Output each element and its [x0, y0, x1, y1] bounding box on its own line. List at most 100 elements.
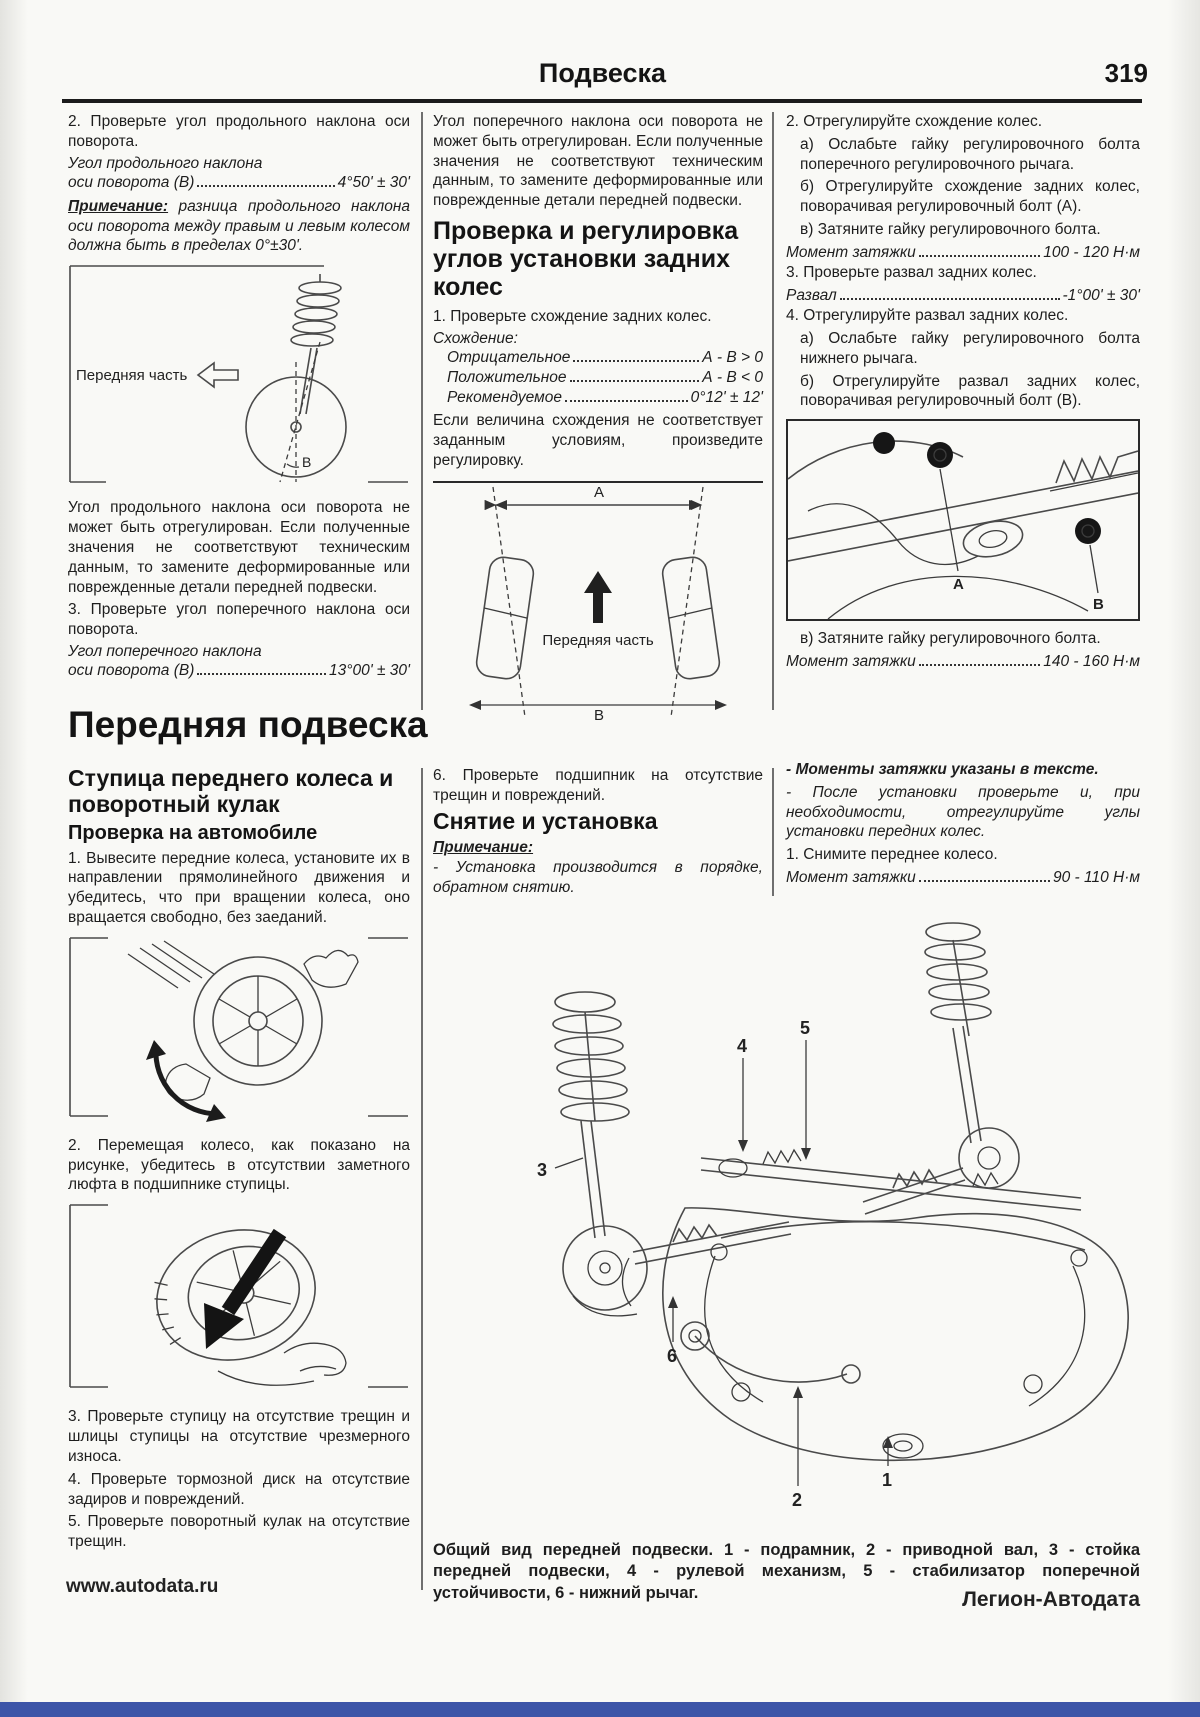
spec-label: Положительное	[447, 369, 567, 387]
step-text: 2. Перемещая колесо, как показано на рис…	[68, 1136, 410, 1194]
note-block: Примечание: - Установка производится в п…	[433, 838, 763, 897]
chapter-heading: Передняя подвеска	[68, 704, 428, 745]
dotted-leader	[839, 297, 1060, 300]
subsubsection-heading: Проверка на автомобиле	[68, 821, 318, 844]
dotted-leader	[918, 254, 1041, 257]
substep-text: а) Ослабьте гайку регулировочного болта …	[800, 135, 1140, 173]
spec-label: Момент затяжки	[786, 653, 916, 671]
callout-1: 1	[882, 1470, 892, 1490]
dotted-leader	[918, 664, 1041, 667]
toe-spec-title: Схождение:	[433, 329, 518, 347]
subsection-heading: Снятие и установка	[433, 807, 658, 834]
front-column-3: - Моменты затяжки указаны в тексте. - По…	[786, 760, 1140, 888]
figure-caster-diagram: В Передняя часть	[68, 264, 410, 490]
dotted-leader	[197, 184, 335, 187]
note-block: Примечание: разница продольного наклона …	[68, 197, 410, 256]
figure-rear-adjustment: А В	[786, 419, 1140, 622]
dotted-leader	[569, 380, 700, 383]
section-heading: Проверка и регулировка углов установки з…	[433, 217, 739, 302]
callout-5: 5	[800, 1018, 810, 1038]
column-divider	[421, 112, 423, 710]
dotted-leader	[573, 359, 700, 362]
strut-spring	[290, 274, 342, 348]
torque-spec: Момент затяжки 100 - 120 Н·м	[786, 243, 1140, 263]
callout-4: 4	[737, 1036, 747, 1056]
figure-wheel-rock-check	[68, 936, 410, 1128]
note-label: Примечание:	[433, 839, 534, 857]
dotted-leader	[197, 673, 327, 676]
dim-a-label: А	[594, 484, 604, 501]
step-text: 3. Проверьте развал задних колес.	[786, 264, 1037, 282]
column-divider	[772, 768, 774, 896]
page-number: 319	[1104, 58, 1148, 88]
bolt-b-label: В	[1093, 596, 1104, 613]
step-text: 4. Проверьте тормозной диск на отсутстви…	[68, 1470, 410, 1508]
left-outline-arrow-icon	[196, 361, 239, 389]
figure-wheel-spin-check	[68, 1203, 410, 1399]
footer-website: www.autodata.ru	[66, 1576, 219, 1597]
spec-value: 4°50' ± 30'	[337, 173, 410, 191]
spec-value: -1°00' ± 30'	[1062, 286, 1141, 304]
front-column-2: 6. Проверьте подшипник на отсутствие тре…	[433, 766, 763, 901]
dim-b-label: В	[594, 707, 604, 721]
figure-front-suspension-overview: 3 4 5 6 2 1	[433, 906, 1140, 1544]
up-arrow-icon	[584, 570, 612, 623]
callout-6: 6	[667, 1346, 677, 1366]
spec-value: 0°12' ± 12'	[690, 389, 763, 407]
spec-value: 100 - 120 Н·м	[1043, 243, 1140, 261]
step-text: 2. Проверьте угол продольного наклона ос…	[68, 113, 410, 150]
top-column-1: 2. Проверьте угол продольного наклона ос…	[68, 112, 410, 681]
spec-caster-angle: оси поворота (В) 4°50' ± 30'	[68, 173, 410, 193]
toe-spec-row: Положительное А - В < 0	[433, 368, 763, 388]
column-divider	[421, 768, 423, 1590]
step-text: 5. Проверьте поворотный кулак на отсутст…	[68, 1513, 410, 1551]
step-text: 6. Проверьте подшипник на отсутствие тре…	[433, 767, 763, 804]
spec-label: оси поворота (В)	[68, 173, 195, 191]
spec-caster-line1: Угол продольного наклона	[68, 154, 263, 172]
top-column-3: 2. Отрегулируйте схождение колес. а) Осл…	[786, 112, 1140, 672]
spec-value: А - В > 0	[702, 348, 763, 366]
step-text: 1. Проверьте схождение задних колес.	[433, 308, 712, 326]
spec-label: Рекомендуемое	[447, 389, 562, 407]
spec-value: 13°00' ± 30'	[329, 662, 410, 680]
substep-text: б) Отрегулируйте схождение задних колес,…	[800, 178, 1140, 216]
bolt-a-label: А	[953, 576, 964, 593]
step-text: 2. Отрегулируйте схождение колес.	[786, 113, 1043, 130]
step-text: 1. Снимите переднее колесо.	[786, 846, 998, 864]
substep-text: в) Затяните гайку регулировочного болта.	[800, 221, 1101, 239]
spec-label: Развал	[786, 286, 837, 304]
spec-kingpin-line1: Угол поперечного наклона	[68, 643, 262, 661]
step-text: 3. Проверьте угол поперечного наклона ос…	[68, 601, 410, 639]
subsection-heading: Ступица переднего колеса и поворотный ку…	[68, 765, 394, 817]
front-direction-label: Передняя часть	[542, 632, 653, 649]
header-rule	[62, 99, 1142, 103]
step-text: 1. Вывесите передние колеса, установите …	[68, 849, 410, 926]
page-title: Подвеска	[538, 58, 667, 88]
top-column-2: Угол поперечного наклона оси поворота не…	[433, 112, 763, 729]
callout-3: 3	[537, 1160, 547, 1180]
body-text: Если величина схождения не соответствует…	[433, 412, 763, 470]
figure-toe-diagram: А Передняя часть В	[433, 480, 763, 721]
dotted-leader	[564, 400, 688, 403]
spec-label: Момент затяжки	[786, 243, 916, 261]
dotted-leader	[918, 880, 1050, 883]
note-label: Примечание:	[68, 197, 169, 215]
front-column-1: Ступица переднего колеса и поворотный ку…	[68, 765, 410, 1555]
callout-2: 2	[792, 1490, 802, 1510]
body-text: Угол продольного наклона оси поворота не…	[68, 499, 410, 596]
step-text: 3. Проверьте ступицу на отсутствие трещи…	[68, 1408, 410, 1465]
body-text: Угол поперечного наклона оси поворота не…	[433, 113, 763, 210]
front-direction-label: Передняя часть	[76, 367, 187, 384]
note-text: разница продольного наклона оси поворота…	[68, 197, 410, 255]
bottom-accent-bar	[0, 1702, 1200, 1717]
column-divider	[772, 112, 774, 710]
note-text: - Установка производится в порядке, обра…	[433, 859, 763, 897]
caster-angle-label: В	[302, 454, 311, 470]
spec-value: А - В < 0	[702, 369, 763, 387]
camber-spec: Развал -1°00' ± 30'	[786, 286, 1140, 306]
step-text: 4. Отрегулируйте развал задних колес.	[786, 307, 1069, 325]
spec-value: 90 - 110 Н·м	[1052, 869, 1140, 887]
